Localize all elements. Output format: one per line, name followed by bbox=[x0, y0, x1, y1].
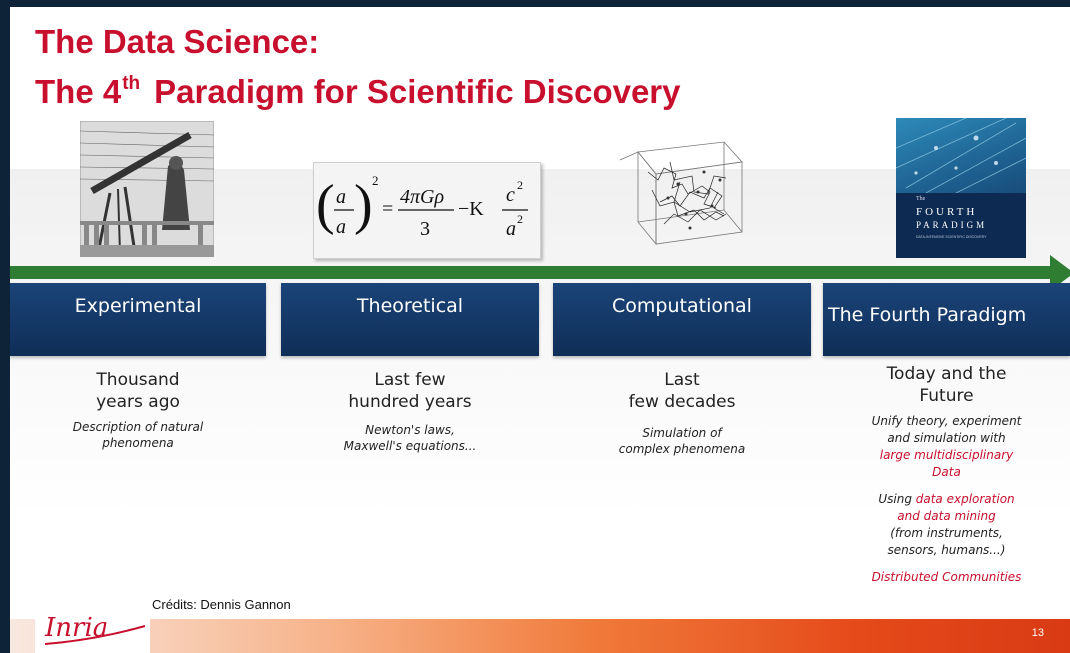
col4-sub-line2: and simulation with bbox=[887, 431, 1006, 445]
col4-sub-line3: large multidisciplinary bbox=[879, 448, 1014, 462]
eq-a-den: a bbox=[506, 218, 516, 240]
col4-main-line1: Today and the bbox=[886, 364, 1007, 384]
eq-numerator: 4πGρ bbox=[400, 186, 444, 208]
col4-sub-line8: sensors, humans...) bbox=[887, 543, 1006, 557]
book-title-paradigm: PARADIGM bbox=[916, 220, 988, 230]
col2-main-line2: hundred years bbox=[348, 392, 472, 412]
col1-sub-line1: Description of natural bbox=[72, 420, 204, 434]
header-fourth-paradigm: The Fourth Paradigm bbox=[823, 283, 1070, 356]
title-prefix: The 4 bbox=[35, 73, 122, 110]
simulation-cube-image bbox=[620, 141, 743, 246]
col3-main-line1: Last bbox=[664, 370, 700, 390]
fourth-paradigm-book-cover: The FOURTH PARADIGM DATA-INTENSIVE SCIEN… bbox=[896, 118, 1026, 258]
col2-main: Last few hundred years bbox=[281, 369, 539, 413]
header-computational: Computational bbox=[553, 283, 811, 356]
col3-main-line2: few decades bbox=[628, 392, 736, 412]
col4-sub: Unify theory, experiment and simulation … bbox=[823, 413, 1070, 586]
col4-main-line2: Future bbox=[919, 386, 974, 406]
col1-sub-line2: phenomena bbox=[102, 436, 174, 450]
col3-sub-line1: Simulation of bbox=[642, 426, 722, 440]
col3-sub: Simulation of complex phenomena bbox=[553, 425, 811, 457]
col4-sub-line4: Data bbox=[932, 465, 961, 479]
timeline-arrow-line bbox=[10, 266, 1055, 279]
eq-equals: = bbox=[382, 198, 393, 220]
eq-c: c bbox=[506, 184, 515, 206]
page-number: 13 bbox=[1031, 627, 1044, 639]
eq-a-top: a bbox=[336, 186, 346, 208]
title-superscript: th bbox=[122, 73, 141, 94]
svg-text:(: ( bbox=[316, 174, 335, 236]
col4-main: Today and the Future bbox=[823, 363, 1070, 407]
header-theoretical: Theoretical bbox=[281, 283, 539, 356]
eq-denominator: 3 bbox=[420, 218, 430, 240]
col2-sub-line2: Maxwell's equations... bbox=[343, 439, 477, 453]
inria-logo: Inria bbox=[35, 600, 150, 653]
col1-sub: Description of natural phenomena bbox=[10, 419, 266, 451]
svg-text:): ) bbox=[354, 174, 373, 236]
col1-main: Thousand years ago bbox=[10, 369, 266, 413]
eq-a-bottom: a bbox=[336, 216, 346, 238]
slide-title-line2: The 4th Paradigm for Scientific Discovery bbox=[35, 65, 681, 111]
col4-sub-line9: Distributed Communities bbox=[871, 570, 1022, 584]
friedmann-equation-image: ( a a ) 2 = 4πGρ 3 −K c 2 a 2 bbox=[313, 162, 541, 259]
title-suffix: Paradigm for Scientific Discovery bbox=[154, 73, 681, 110]
col3-sub-line2: complex phenomena bbox=[618, 442, 746, 456]
eq-exp-1: 2 bbox=[372, 173, 379, 188]
col2-main-line1: Last few bbox=[374, 370, 446, 390]
eq-exp-3: 2 bbox=[517, 212, 523, 226]
timeline-arrow-head bbox=[1050, 255, 1070, 291]
col4-sub-line7: (from instruments, bbox=[890, 526, 1003, 540]
book-small-the: The bbox=[916, 196, 926, 202]
eq-minus-k: −K bbox=[458, 198, 484, 220]
header-experimental: Experimental bbox=[10, 283, 266, 356]
eq-exp-2: 2 bbox=[517, 178, 523, 192]
footer-bar bbox=[10, 619, 1070, 653]
slide-title-line1: The Data Science: bbox=[35, 23, 320, 60]
col2-sub: Newton's laws, Maxwell's equations... bbox=[281, 422, 539, 454]
book-tagline: DATA-INTENSIVE SCIENTIFIC DISCOVERY bbox=[916, 235, 987, 239]
col4-sub-line6: and data mining bbox=[897, 509, 996, 523]
col3-main: Last few decades bbox=[553, 369, 811, 413]
col4-sub-line5: Using data exploration bbox=[878, 492, 1015, 506]
slide: The Data Science: The 4th Paradigm for Sc… bbox=[10, 7, 1070, 653]
col1-main-line1: Thousand bbox=[96, 370, 180, 390]
col2-sub-line1: Newton's laws, bbox=[365, 423, 455, 437]
credits-text: Crédits: Dennis Gannon bbox=[152, 597, 291, 612]
inria-logo-text: Inria bbox=[44, 613, 108, 643]
book-title-fourth: FOURTH bbox=[916, 206, 978, 218]
col4-sub-line1: Unify theory, experiment bbox=[871, 414, 1022, 428]
telescope-engraving-image bbox=[80, 121, 214, 257]
col1-main-line2: years ago bbox=[96, 392, 180, 412]
